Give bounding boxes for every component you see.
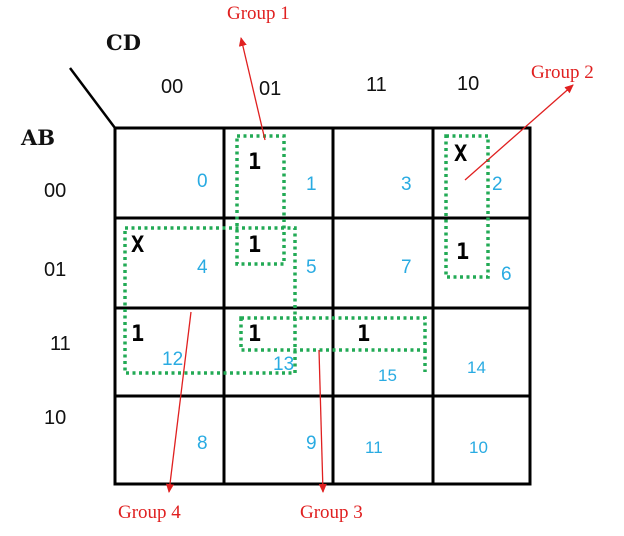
group-4-arrow xyxy=(166,311,192,493)
annotation-arrows xyxy=(166,37,574,493)
group-1-arrow xyxy=(238,37,266,141)
group-2-arrow xyxy=(464,84,574,181)
group-4-box xyxy=(123,226,297,375)
cell-index-12: 12 xyxy=(162,349,184,370)
cell-index-3: 3 xyxy=(401,174,412,195)
cell-index-8: 8 xyxy=(197,433,208,454)
group-1-label: Group 1 xyxy=(227,3,290,24)
row-variable-label: AB xyxy=(21,125,56,150)
row-header-11: 11 xyxy=(50,333,71,355)
row-header-01: 01 xyxy=(44,259,67,281)
column-header-10: 10 xyxy=(457,73,480,95)
cell-index-4: 4 xyxy=(197,257,208,278)
cell-index-1: 1 xyxy=(306,174,317,195)
cell-index-2: 2 xyxy=(492,174,503,195)
column-header-01: 01 xyxy=(259,78,282,100)
cell-index-13: 13 xyxy=(273,354,295,375)
cell-index-6: 6 xyxy=(501,264,512,285)
group-3-arrow xyxy=(318,349,327,493)
cell-value-m6: 1 xyxy=(456,240,470,265)
cell-index-10: 10 xyxy=(469,438,488,457)
group-boxes xyxy=(123,134,490,375)
group-2-box xyxy=(444,134,490,279)
cell-index-15: 15 xyxy=(378,366,397,385)
grid-border xyxy=(113,126,532,486)
cell-index-0: 0 xyxy=(197,171,208,192)
column-variable-label: CD xyxy=(106,30,141,55)
row-header-00: 00 xyxy=(44,180,67,202)
group-4-label: Group 4 xyxy=(118,502,181,523)
cell-index-11: 11 xyxy=(365,438,383,457)
cell-index-9: 9 xyxy=(306,433,317,454)
cell-value-m5: 1 xyxy=(248,233,262,258)
cell-value-m4: X xyxy=(131,233,145,258)
group-3-label: Group 3 xyxy=(300,502,363,523)
cell-value-m13: 1 xyxy=(248,322,262,347)
column-header-11: 11 xyxy=(366,74,387,96)
kmap-grid xyxy=(113,126,532,486)
cell-index-5: 5 xyxy=(306,257,317,278)
cell-value-m15: 1 xyxy=(357,322,371,347)
group-2-label: Group 2 xyxy=(531,62,594,83)
group-3-box xyxy=(239,316,427,352)
cell-value-m1: 1 xyxy=(248,150,262,175)
column-header-00: 00 xyxy=(161,76,184,98)
cell-value-m2: X xyxy=(454,142,468,167)
corner-diagonal xyxy=(69,67,116,129)
cell-index-14: 14 xyxy=(467,358,486,377)
group-1-box xyxy=(235,134,286,266)
row-header-10: 10 xyxy=(44,407,67,429)
cell-index-7: 7 xyxy=(401,257,412,278)
cell-value-m12: 1 xyxy=(131,322,145,347)
